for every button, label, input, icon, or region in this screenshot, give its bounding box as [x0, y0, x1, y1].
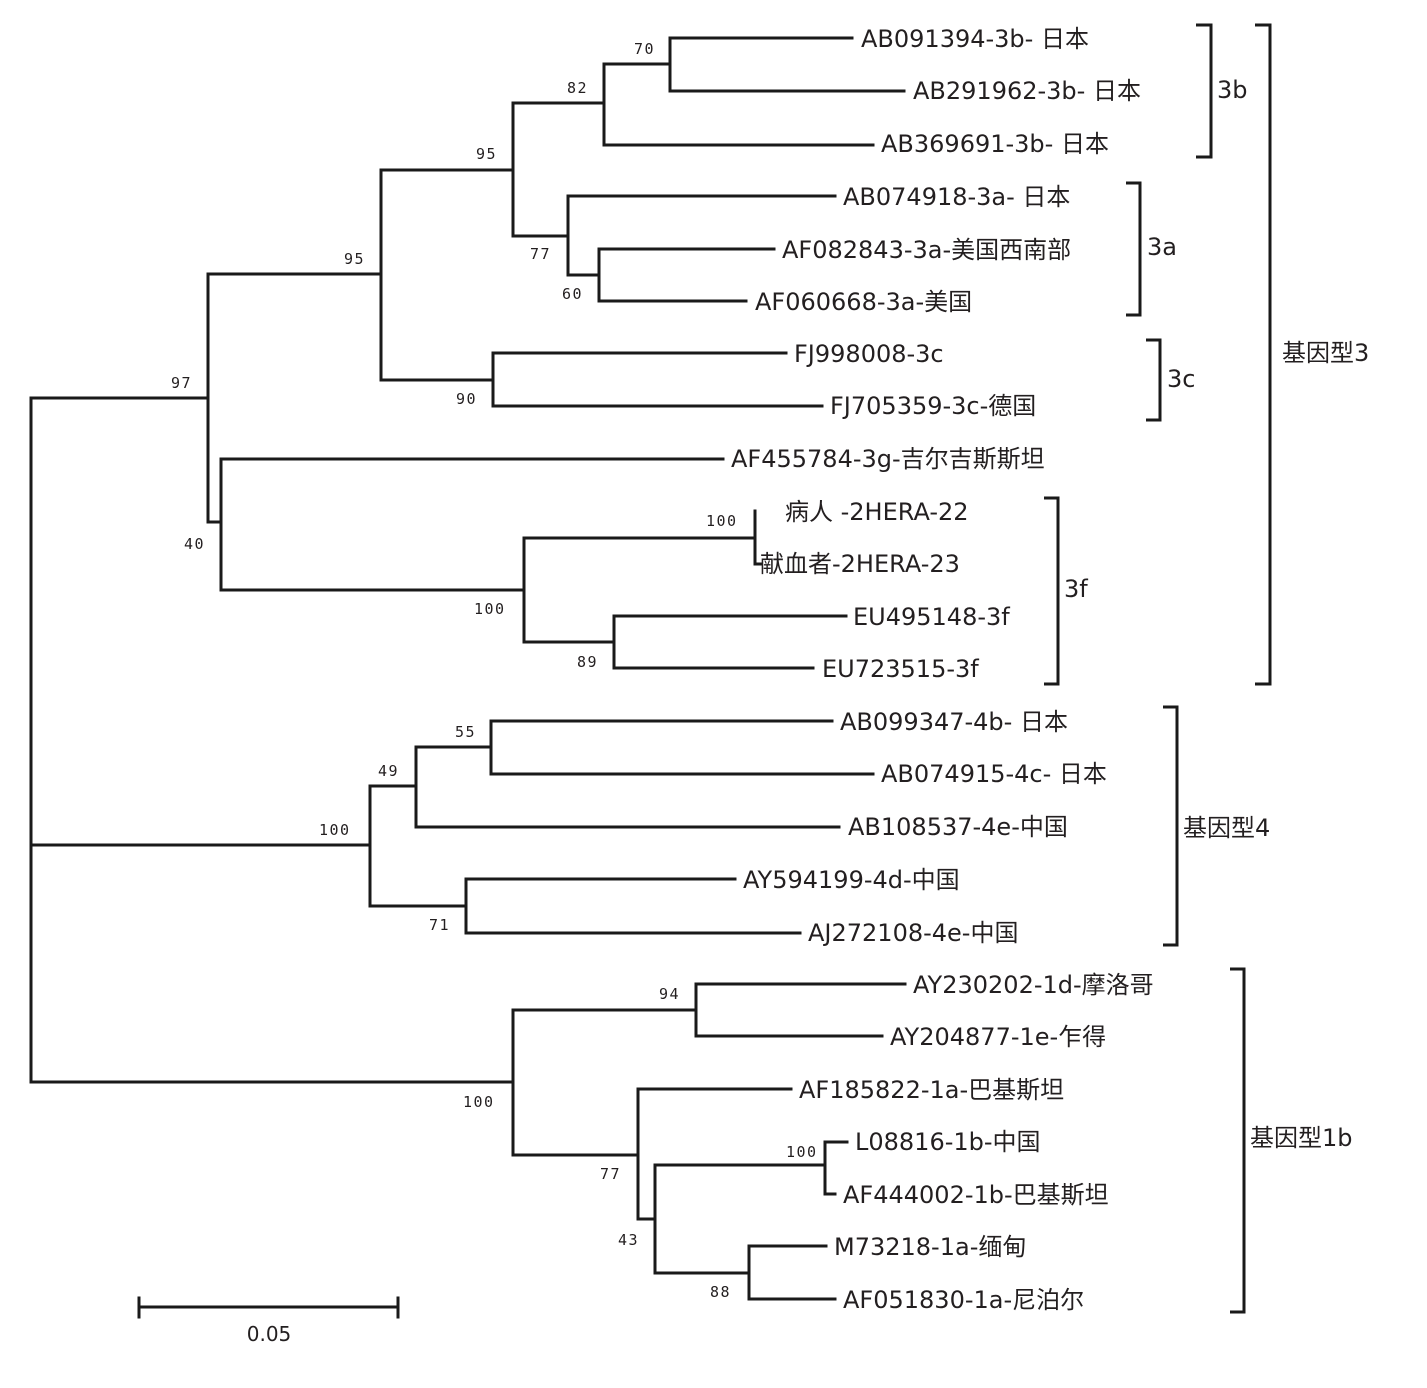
bootstrap-value: 88: [710, 1283, 731, 1301]
bracket-genotype-3: [1255, 23, 1272, 686]
bracket-3b: [1196, 23, 1213, 159]
leaf-label: AB091394-3b- 日本: [861, 25, 1089, 53]
bootstrap-value: 40: [184, 535, 205, 553]
leaf-label: AY594199-4d-中国: [743, 866, 960, 894]
scale-bar-line: [137, 1296, 400, 1319]
leaf-label: AF051830-1a-尼泊尔: [843, 1286, 1084, 1314]
bootstrap-value: 97: [171, 374, 192, 392]
leaf-label: AY230202-1d-摩洛哥: [913, 971, 1154, 999]
bootstrap-value: 43: [618, 1231, 639, 1249]
leaf-label: AJ272108-4e-中国: [808, 919, 1018, 947]
clade-label-3b: 3b: [1217, 76, 1248, 104]
leaf-label: 献血者-2HERA-23: [760, 550, 960, 578]
bootstrap-value: 55: [455, 723, 476, 741]
clade-label-3f: 3f: [1064, 575, 1088, 603]
leaf-label: L08816-1b-中国: [855, 1128, 1041, 1156]
clade-label-3c: 3c: [1167, 365, 1195, 393]
scale-bar-label: 0.05: [247, 1322, 292, 1346]
leaf-label: AY204877-1e-乍得: [890, 1023, 1106, 1051]
bootstrap-value: 95: [344, 250, 365, 268]
leaf-label: AB369691-3b- 日本: [881, 130, 1109, 158]
leaf-labels: AB091394-3b- 日本 AB291962-3b- 日本 AB369691…: [731, 25, 1154, 1314]
bootstrap-value: 49: [378, 762, 399, 780]
bootstrap-value: 100: [463, 1093, 495, 1111]
bootstrap-value: 60: [562, 285, 583, 303]
bracket-3f: [1044, 496, 1060, 686]
bootstrap-value: 100: [319, 821, 351, 839]
clade-label-genotype-4: 基因型4: [1183, 814, 1270, 842]
bootstrap-value: 94: [659, 985, 680, 1003]
leaf-label: AF455784-3g-吉尔吉斯斯坦: [731, 445, 1045, 473]
bootstrap-value: 70: [634, 40, 655, 58]
leaf-label: FJ705359-3c-德国: [830, 392, 1036, 420]
leaf-label: AB099347-4b- 日本: [840, 708, 1068, 736]
subtype-brackets: 3b 3a 3c 3f: [1044, 23, 1248, 686]
leaf-label: EU723515-3f: [822, 655, 979, 683]
bracket-genotype-1b: [1230, 967, 1246, 1314]
bootstrap-value: 90: [456, 390, 477, 408]
leaf-label: 病人 -2HERA-22: [785, 498, 969, 526]
bootstrap-value: 89: [577, 653, 598, 671]
bootstrap-value: 82: [567, 79, 588, 97]
leaf-label: FJ998008-3c: [794, 340, 944, 368]
leaf-label: AF082843-3a-美国西南部: [782, 236, 1071, 264]
leaf-label: AF060668-3a-美国: [755, 288, 972, 316]
bootstrap-value: 100: [706, 512, 738, 530]
clade-label-genotype-1b: 基因型1b: [1250, 1124, 1353, 1152]
bootstrap-value: 77: [600, 1165, 621, 1183]
leaf-label: AB074918-3a- 日本: [843, 183, 1070, 211]
leaf-label: EU495148-3f: [853, 603, 1010, 631]
clade-label-genotype-3: 基因型3: [1282, 339, 1369, 367]
scale-bar: 0.05: [137, 1296, 400, 1346]
genotype-brackets: 基因型3 基因型4 基因型1b: [1163, 23, 1369, 1314]
bootstrap-values: 70 82 95 77 60 95 90 97 40 100 100 89 55…: [171, 40, 818, 1301]
leaf-label: M73218-1a-缅甸: [834, 1233, 1026, 1261]
leaf-label: AB291962-3b- 日本: [913, 77, 1141, 105]
leaf-label: AF444002-1b-巴基斯坦: [843, 1181, 1109, 1209]
bootstrap-value: 100: [474, 600, 506, 618]
bootstrap-value: 77: [530, 245, 551, 263]
leaf-label: AF185822-1a-巴基斯坦: [799, 1076, 1064, 1104]
leaf-label: AB108537-4e-中国: [848, 813, 1068, 841]
bootstrap-value: 100: [786, 1143, 818, 1161]
bracket-3a: [1126, 181, 1142, 317]
leaf-label: AB074915-4c- 日本: [881, 760, 1107, 788]
bootstrap-value: 71: [429, 916, 450, 934]
bracket-genotype-4: [1163, 705, 1179, 947]
clade-label-3a: 3a: [1147, 233, 1177, 261]
bootstrap-value: 95: [476, 145, 497, 163]
bracket-3c: [1146, 338, 1162, 422]
tree-branches: [29, 36, 907, 1301]
